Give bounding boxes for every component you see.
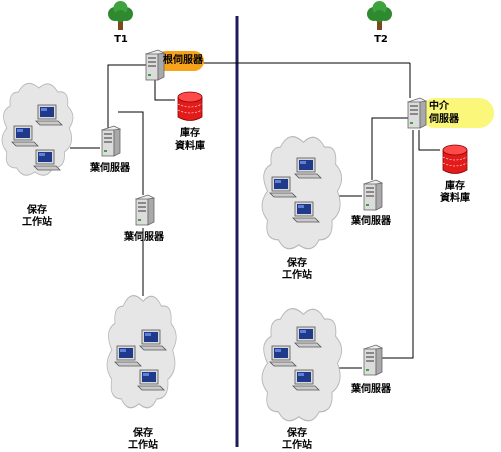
server-icon: [101, 125, 121, 157]
middle-db-label-line2: 資料庫: [440, 193, 470, 204]
t2-workstation-b-label-line2: 工作站: [282, 440, 312, 451]
database-icon: [177, 91, 203, 121]
root-db-label-line1: 庫存: [180, 128, 200, 139]
root-server-label: 根伺服器: [163, 55, 203, 66]
tree-label-t2: T2: [374, 34, 388, 45]
tree-icon: [108, 1, 133, 30]
tree-label-t1: T1: [114, 34, 128, 45]
t2-workstation-a-label-line2: 工作站: [282, 270, 312, 281]
database-icon: [442, 144, 468, 174]
link-root-to-leaf-a: [107, 64, 148, 128]
link-middle-to-db: [418, 130, 440, 151]
workstation-b-label-line2: 工作站: [128, 440, 158, 451]
link-root-to-db: [154, 80, 175, 101]
workstation-a-label-line2: 工作站: [22, 217, 52, 228]
t2-links: [335, 117, 440, 369]
leaf-server-b-label: 葉伺服器: [124, 232, 164, 243]
workstation-a-label-line1: 保存: [27, 205, 47, 216]
root-server-highlight: [156, 51, 204, 71]
t2-leaf-server-b-label: 葉伺服器: [351, 384, 391, 395]
link-root-to-leaf-b: [118, 111, 144, 195]
server-icon: [135, 194, 155, 226]
workstation-b-label-line1: 保存: [133, 428, 153, 439]
server-icon: [407, 97, 427, 129]
middle-server-label-line2: 伺服器: [429, 114, 459, 125]
server-icon: [363, 344, 383, 376]
t2-leaf-server-a-label: 葉伺服器: [351, 216, 391, 227]
root-db-label-line2: 資料庫: [175, 141, 205, 152]
t1-links: [70, 62, 411, 296]
middle-db-label-line1: 庫存: [445, 181, 465, 192]
middle-server-label-line1: 中介: [429, 101, 449, 112]
link-middle-to-leaf-a: [371, 117, 412, 180]
server-icon: [363, 179, 383, 211]
leaf-server-a-label: 葉伺服器: [90, 163, 130, 174]
link-middle-to-leaf-b: [380, 130, 414, 359]
tree-icon: [367, 1, 392, 30]
t2-workstation-b-label-line1: 保存: [287, 428, 307, 439]
server-icon: [145, 49, 165, 81]
middle-server-highlight: [420, 98, 494, 128]
t2-workstation-a-label-line1: 保存: [287, 258, 307, 269]
